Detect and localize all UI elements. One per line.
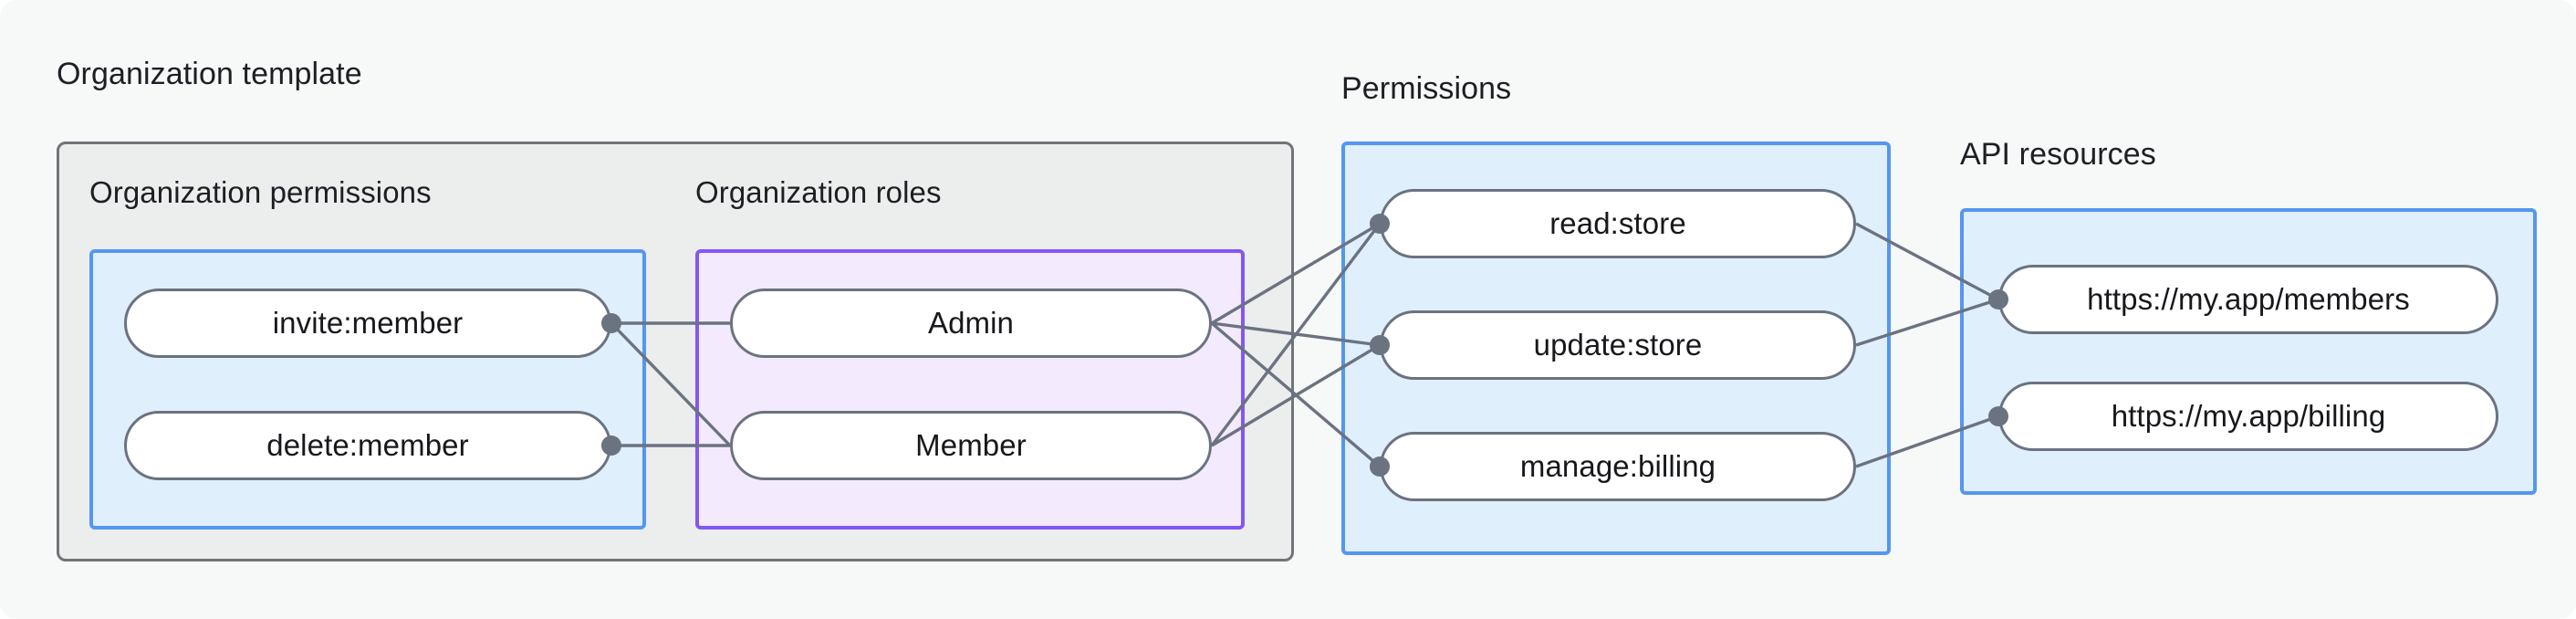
group-label-permissions: Permissions (1341, 71, 1512, 106)
group-api-resources (1960, 208, 2537, 495)
group-label-organization-roles: Organization roles (695, 175, 942, 209)
group-label-organization-template: Organization template (57, 57, 362, 91)
node-read-store[interactable]: read:store (1380, 189, 1856, 258)
node-label: invite:member (272, 306, 464, 340)
group-label-api-resources: API resources (1960, 137, 2156, 172)
node-members-url[interactable]: https://my.app/members (1998, 265, 2498, 334)
node-delete-member[interactable]: delete:member (124, 411, 611, 480)
node-label: delete:member (266, 428, 469, 462)
node-label: manage:billing (1519, 449, 1716, 483)
node-label: Admin (927, 306, 1015, 340)
group-label-organization-permissions: Organization permissions (89, 175, 432, 209)
node-label: https://my.app/billing (2111, 399, 2386, 433)
node-member[interactable]: Member (730, 411, 1212, 480)
node-label: https://my.app/members (2087, 282, 2410, 316)
node-update-store[interactable]: update:store (1380, 310, 1856, 380)
node-manage-billing[interactable]: manage:billing (1380, 432, 1856, 501)
node-invite-member[interactable]: invite:member (124, 289, 611, 358)
node-billing-url[interactable]: https://my.app/billing (1998, 382, 2498, 451)
node-admin[interactable]: Admin (730, 289, 1212, 358)
node-label: update:store (1533, 328, 1703, 362)
node-label: Member (915, 428, 1027, 462)
node-label: read:store (1549, 206, 1686, 240)
